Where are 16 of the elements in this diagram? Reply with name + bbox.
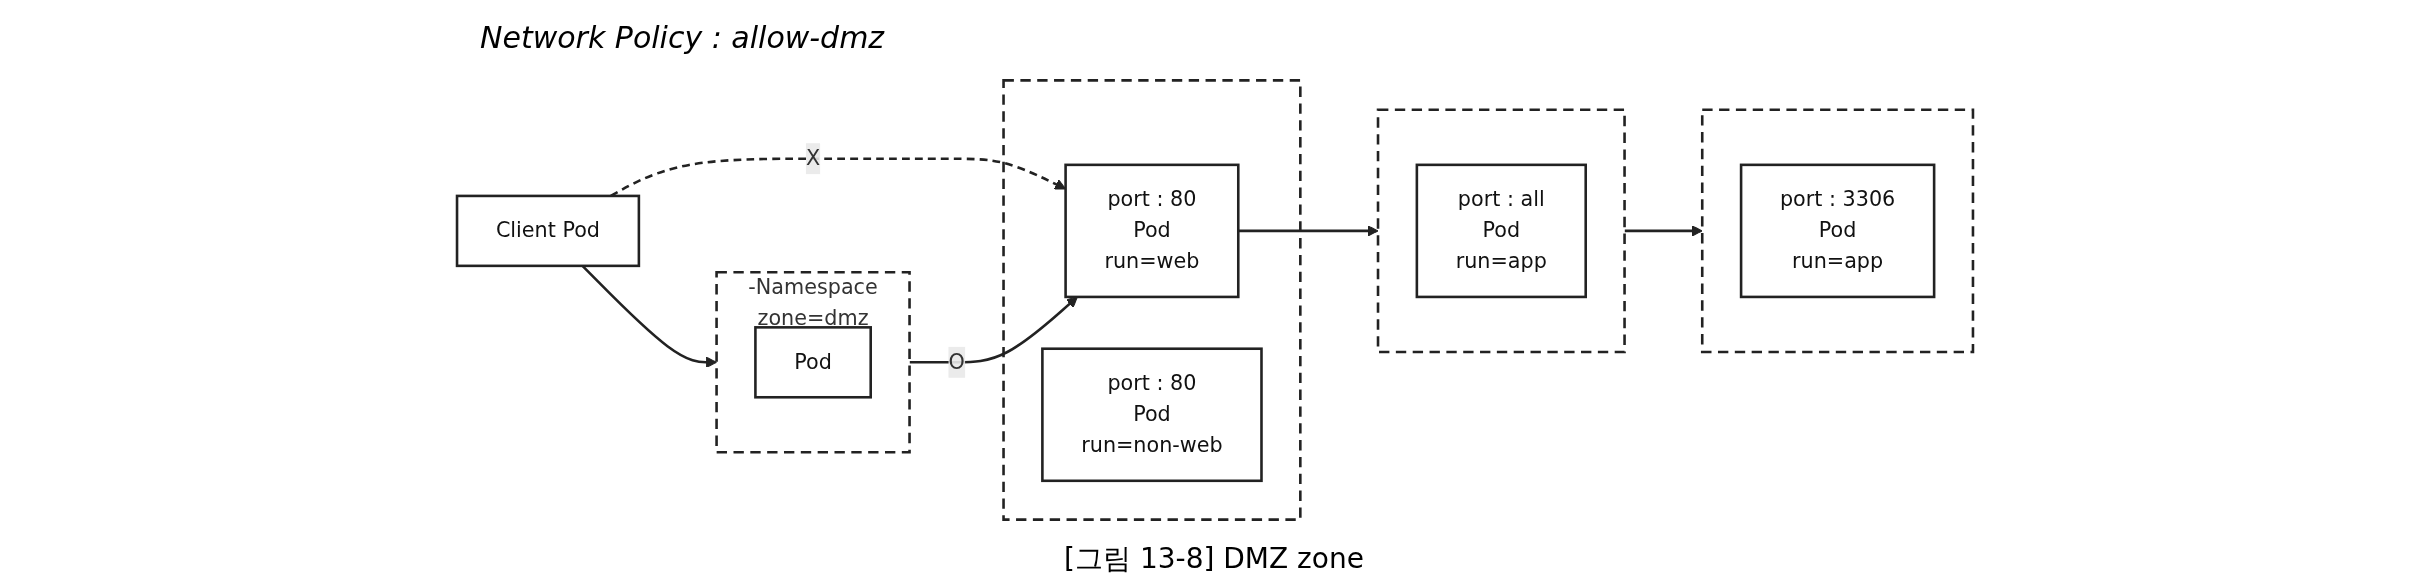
figure-caption: [그림 13-8] DMZ zone <box>1063 541 1365 577</box>
cluster <box>1002 79 1302 521</box>
node-box: port : all Pod run=app <box>1415 163 1587 299</box>
arrow <box>909 296 1078 364</box>
arrow <box>1238 225 1379 237</box>
node-box: Client Pod <box>455 194 641 268</box>
node-box: Pod <box>754 326 872 399</box>
node-box: port : 80 Pod run=non-web <box>1041 347 1263 483</box>
edge-label: O <box>948 349 965 374</box>
node-box: port : 3306 Pod run=app <box>1739 163 1936 299</box>
diagram-title: Network Policy : allow-dmz <box>480 20 885 55</box>
cluster <box>1700 108 1975 354</box>
cluster <box>1376 108 1626 354</box>
node-box: port : 80 Pod run=web <box>1064 163 1240 299</box>
arrow <box>1624 225 1703 237</box>
edge-label: X <box>805 145 821 171</box>
